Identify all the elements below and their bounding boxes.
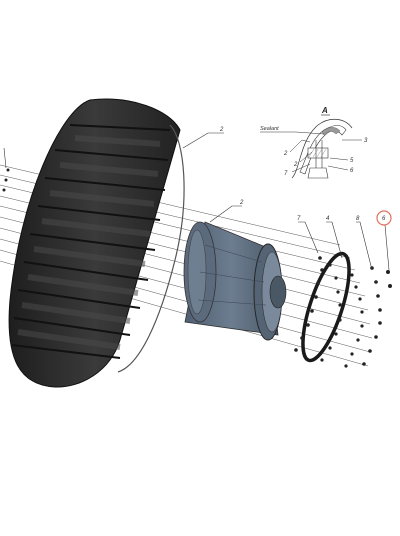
detail-callout-3: 3 — [364, 138, 368, 144]
detail-callout-5: 5 — [350, 158, 354, 164]
callout-tire: 2 — [219, 127, 224, 133]
detail-callout-2a: 2 — [283, 151, 288, 157]
detail-callout-2b: 2 — [293, 162, 298, 168]
callout-hub: 2 — [239, 200, 244, 206]
left-fasteners — [2, 168, 10, 192]
circle-highlight-icon — [376, 210, 392, 226]
leader-lines — [3, 132, 390, 271]
callout-o-ring: 4 — [326, 216, 330, 222]
callout-nuts: 6 — [382, 216, 386, 222]
o-ring — [301, 251, 351, 363]
detail-a-view: A Sealant 2 3 2 5 7 — [260, 106, 368, 179]
tire — [8, 98, 185, 388]
detail-sealant-label: Sealant — [260, 126, 279, 132]
hub — [183, 221, 287, 341]
callout-washers: 8 — [356, 216, 360, 222]
tire-treads — [11, 124, 171, 359]
detail-title: A — [321, 106, 328, 115]
fastener-stacks — [294, 256, 392, 368]
detail-callout-6: 6 — [350, 168, 354, 174]
callout-bolts: 7 — [297, 216, 301, 222]
detail-callout-7: 7 — [284, 171, 288, 177]
